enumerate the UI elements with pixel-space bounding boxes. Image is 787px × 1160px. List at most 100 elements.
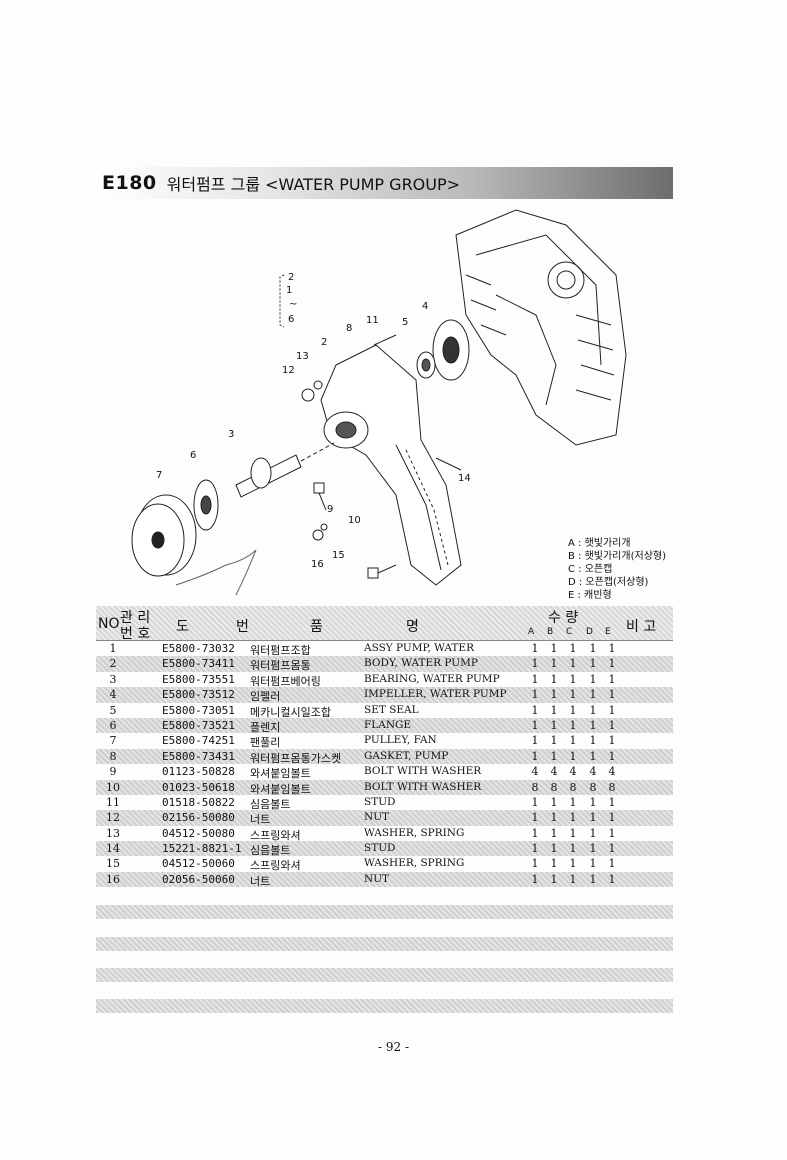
callout-13: 13 [296, 351, 309, 362]
callout-12: 12 [282, 365, 295, 376]
row-qty-a: 1 [531, 842, 539, 856]
page-number: - 92 - [377, 1040, 409, 1054]
row-english-name: WASHER, SPRING [364, 826, 465, 839]
row-qty-c: 1 [569, 718, 577, 732]
row-qty-a: 1 [531, 795, 539, 809]
callout-14: 14 [458, 473, 471, 484]
row-qty-b: 1 [550, 826, 558, 840]
header-product: 품 [310, 619, 323, 635]
row-english-name: FLANGE [364, 718, 412, 731]
row-english-name: BODY, WATER PUMP [364, 657, 478, 670]
row-no: 15 [106, 857, 120, 871]
header-qty-c: C [566, 627, 573, 637]
row-part-number: E5800-73431 [162, 749, 235, 763]
blank-row-band [96, 999, 673, 1013]
row-qty-c: 1 [569, 688, 577, 702]
row-qty-a: 1 [531, 672, 539, 686]
row-qty-a: 1 [531, 826, 539, 840]
row-korean-name: 너트 [250, 874, 271, 888]
callout-8: 8 [346, 323, 352, 334]
row-qty-e: 1 [608, 657, 616, 671]
row-korean-name: 와셔붙임볼트 [250, 767, 311, 781]
row-qty-c: 1 [569, 734, 577, 748]
fasteners [301, 334, 462, 579]
row-qty-d: 1 [589, 642, 597, 655]
section-title-bar: E180 워터펌프 그룹 <WATER PUMP GROUP> [96, 167, 673, 199]
qty-column-legend: A : 햇빛가리개 B : 햇빛가리개(저상형) C : 오픈캡 D : 오픈캡… [568, 537, 666, 602]
row-qty-c: 1 [569, 842, 577, 856]
row-english-name: WASHER, SPRING [364, 857, 465, 870]
row-qty-a: 1 [531, 749, 539, 763]
row-korean-name: 스프링와셔 [250, 828, 301, 842]
header-no: NO [98, 616, 120, 632]
row-english-name: STUD [364, 842, 396, 855]
row-part-number: 01518-50822 [162, 795, 235, 809]
row-qty-b: 1 [550, 872, 558, 886]
blank-row-band [96, 968, 673, 982]
row-qty-b: 1 [550, 857, 558, 871]
callout-6: 6 [190, 450, 196, 461]
blank-row-band [96, 937, 673, 951]
callout-9: 9 [327, 504, 333, 515]
row-qty-a: 1 [531, 857, 539, 871]
header-qty-a: A [528, 627, 535, 637]
pump-body-part [320, 344, 462, 586]
row-qty-c: 8 [569, 780, 577, 794]
callout-labels: 1 2 ~ 6 2 3 4 5 6 7 8 9 10 11 12 13 14 1… [156, 272, 471, 570]
row-no: 6 [109, 718, 117, 732]
row-qty-d: 8 [589, 780, 597, 794]
row-qty-a: 1 [531, 734, 539, 748]
callout-range-tilde: ~ [289, 299, 297, 310]
row-part-number: E5800-73521 [162, 718, 235, 732]
row-qty-e: 1 [608, 734, 616, 748]
header-name: 명 [406, 619, 419, 635]
row-qty-d: 1 [589, 672, 597, 686]
header-qty: 수 량 [548, 610, 579, 626]
row-qty-c: 1 [569, 857, 577, 871]
row-qty-b: 1 [550, 688, 558, 702]
row-qty-d: 1 [589, 703, 597, 717]
row-qty-e: 1 [608, 795, 616, 809]
row-qty-d: 1 [589, 811, 597, 825]
row-english-name: STUD [364, 795, 396, 808]
row-qty-a: 1 [531, 642, 539, 655]
row-english-name: GASKET, PUMP [364, 749, 449, 762]
row-qty-d: 1 [589, 657, 597, 671]
row-korean-name: 심음볼트 [250, 844, 291, 858]
row-qty-d: 1 [589, 795, 597, 809]
row-qty-d: 1 [589, 826, 597, 840]
row-qty-b: 1 [550, 749, 558, 763]
row-qty-b: 1 [550, 795, 558, 809]
legend-c: C : 오픈캡 [568, 564, 613, 575]
row-english-name: NUT [364, 872, 390, 885]
row-qty-c: 1 [569, 795, 577, 809]
row-korean-name: 임펠러 [250, 690, 281, 704]
row-no: 12 [106, 811, 120, 825]
row-qty-c: 1 [569, 811, 577, 825]
header-mgmt-bottom: 번 호 [120, 626, 151, 642]
row-qty-a: 1 [531, 688, 539, 702]
row-qty-e: 1 [608, 688, 616, 702]
row-korean-name: 스프링와셔 [250, 859, 301, 873]
row-qty-e: 8 [608, 780, 616, 794]
row-qty-b: 1 [550, 642, 558, 655]
row-no: 10 [106, 780, 120, 794]
header-qty-d: D [586, 627, 593, 637]
header-drawing: 도 [176, 619, 189, 635]
row-qty-e: 1 [608, 703, 616, 717]
row-part-number: 04512-50080 [162, 826, 235, 840]
header-qty-b: B [547, 627, 554, 637]
row-qty-b: 1 [550, 734, 558, 748]
row-korean-name: 와셔붙임볼트 [250, 782, 311, 796]
row-no: 1 [109, 642, 117, 655]
row-korean-name: 워터펌프몸통가스켓 [250, 751, 342, 765]
row-part-number: 01123-50828 [162, 765, 235, 779]
row-no: 3 [109, 672, 117, 686]
row-qty-a: 1 [531, 811, 539, 825]
